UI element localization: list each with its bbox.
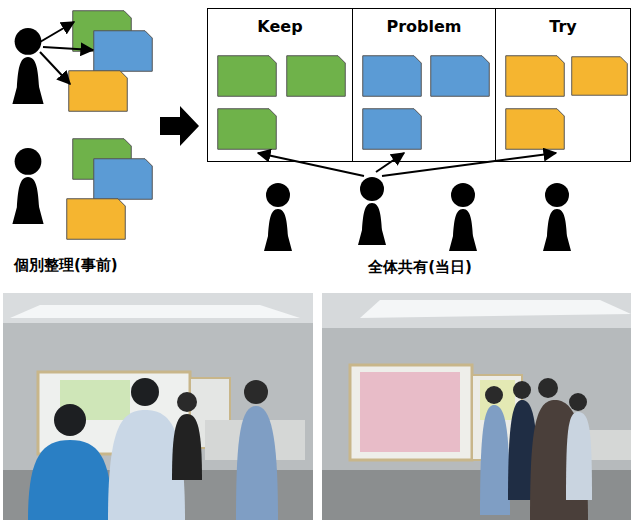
- person-shirt: [28, 440, 112, 520]
- arrow: [43, 47, 93, 50]
- ceiling: [322, 293, 631, 328]
- person-head: [569, 393, 587, 411]
- wall: [3, 293, 313, 520]
- person-head: [485, 386, 503, 404]
- big-arrow: [160, 106, 199, 146]
- orange-note: [69, 71, 128, 112]
- arrow: [40, 52, 70, 84]
- ceiling: [3, 293, 313, 323]
- board-column: Problem: [352, 8, 496, 162]
- green-note: [218, 56, 277, 97]
- blue-note: [431, 56, 490, 97]
- person-shirt: [236, 406, 278, 520]
- green-note: [287, 56, 346, 97]
- arrow: [258, 153, 364, 176]
- sticky-notes: [360, 372, 460, 452]
- column-heading: Problem: [353, 9, 495, 36]
- person-head: [131, 378, 159, 406]
- person-head: [538, 378, 558, 398]
- person-icon: [12, 28, 43, 104]
- orange-note: [506, 56, 565, 97]
- blue-note: [94, 159, 153, 200]
- person-head: [177, 392, 197, 412]
- person-icon: [358, 177, 386, 245]
- shared-stage: [258, 153, 571, 251]
- arrow: [382, 153, 556, 176]
- person-shirt: [566, 412, 592, 500]
- person-shirt: [172, 414, 202, 480]
- blue-note: [363, 109, 422, 150]
- column-heading: Keep: [208, 9, 352, 36]
- orange-note: [67, 199, 126, 240]
- person-shirt: [480, 405, 510, 515]
- stage-caption: 全体共有(当日): [368, 258, 472, 277]
- blue-note: [363, 56, 422, 97]
- orange-note: [572, 57, 628, 95]
- person-icon: [543, 183, 571, 251]
- green-note: [218, 109, 277, 150]
- arrow: [376, 153, 404, 172]
- ceiling-light: [10, 305, 300, 318]
- person-icon: [264, 183, 292, 251]
- photo: [3, 293, 313, 520]
- person-icon: [12, 148, 43, 224]
- orange-note: [506, 109, 565, 150]
- board-column: Try: [495, 8, 631, 162]
- ceiling-light: [360, 300, 631, 318]
- person-head: [244, 380, 268, 404]
- whiteboard: [350, 365, 472, 460]
- column-heading: Try: [496, 9, 630, 36]
- blue-note: [94, 31, 153, 72]
- board-column: Keep: [207, 8, 353, 162]
- person-icon: [449, 183, 477, 251]
- stage-caption: 個別整理(事前): [14, 256, 118, 275]
- photo: [322, 293, 631, 520]
- person-head: [54, 404, 86, 436]
- arrow: [40, 22, 74, 42]
- wall: [322, 293, 631, 520]
- individual-stage: [12, 11, 152, 240]
- board-notes: [218, 56, 628, 150]
- person-head: [513, 381, 531, 399]
